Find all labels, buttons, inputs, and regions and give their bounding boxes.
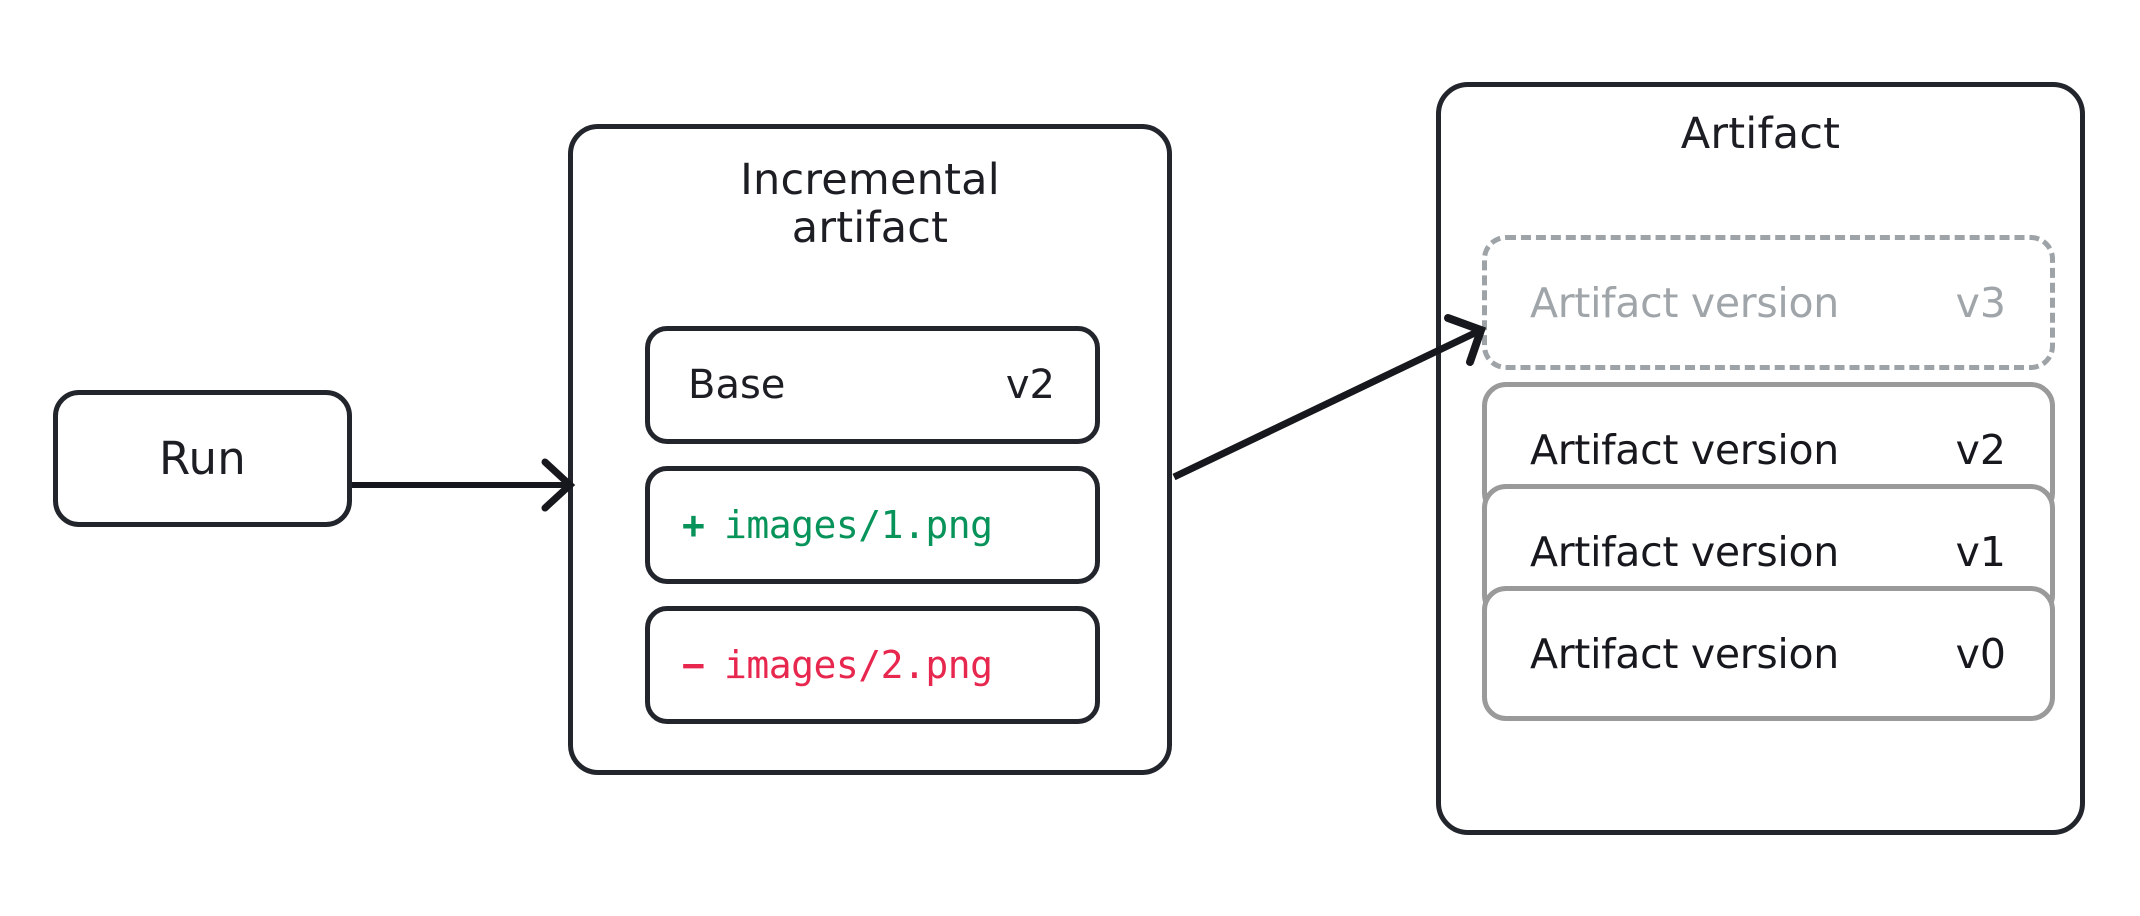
artifact-version-number: v2 (1955, 425, 2006, 474)
artifact-version-label: Artifact version (1530, 629, 1839, 678)
artifact-version-label: Artifact version (1530, 527, 1839, 576)
incremental-change-deleted-row[interactable]: − images/2.png (645, 606, 1100, 724)
artifact-version-number: v3 (1955, 278, 2006, 327)
incremental-change-added: + images/1.png (682, 503, 993, 547)
artifact-version-number: v0 (1955, 629, 2006, 678)
incremental-change-added-row[interactable]: + images/1.png (645, 466, 1100, 584)
connector-run-to-incremental (352, 458, 576, 512)
incremental-base-row[interactable]: Base v2 (645, 326, 1100, 444)
connector-incremental-to-artifact (1172, 314, 1487, 481)
incremental-artifact-title: Incremental artifact (740, 156, 1000, 252)
incremental-artifact-title-line1: Incremental (740, 155, 1000, 205)
incremental-artifact-title-line2: artifact (791, 203, 949, 254)
artifact-version-row-v3[interactable]: Artifact version v3 (1482, 235, 2055, 370)
minus-icon: − (682, 643, 705, 687)
incremental-base-version: v2 (1005, 362, 1055, 408)
incremental-base-label: Base (688, 362, 786, 408)
artifact-version-label: Artifact version (1530, 425, 1839, 474)
artifact-version-number: v1 (1955, 527, 2006, 576)
run-node-label: Run (159, 432, 246, 485)
plus-icon: + (682, 503, 705, 547)
run-node[interactable]: Run (53, 390, 352, 527)
incremental-change-deleted: − images/2.png (682, 643, 993, 687)
incremental-change-deleted-path: images/2.png (724, 643, 993, 687)
artifact-version-label: Artifact version (1530, 278, 1839, 327)
artifact-node[interactable]: Artifact Artifact version v3 Artifact ve… (1436, 82, 2085, 835)
incremental-artifact-node[interactable]: Incremental artifact Base v2 + images/1.… (568, 124, 1172, 775)
incremental-change-added-path: images/1.png (724, 503, 993, 547)
artifact-title: Artifact (1680, 109, 1841, 159)
artifact-version-row-v0[interactable]: Artifact version v0 (1482, 586, 2055, 721)
